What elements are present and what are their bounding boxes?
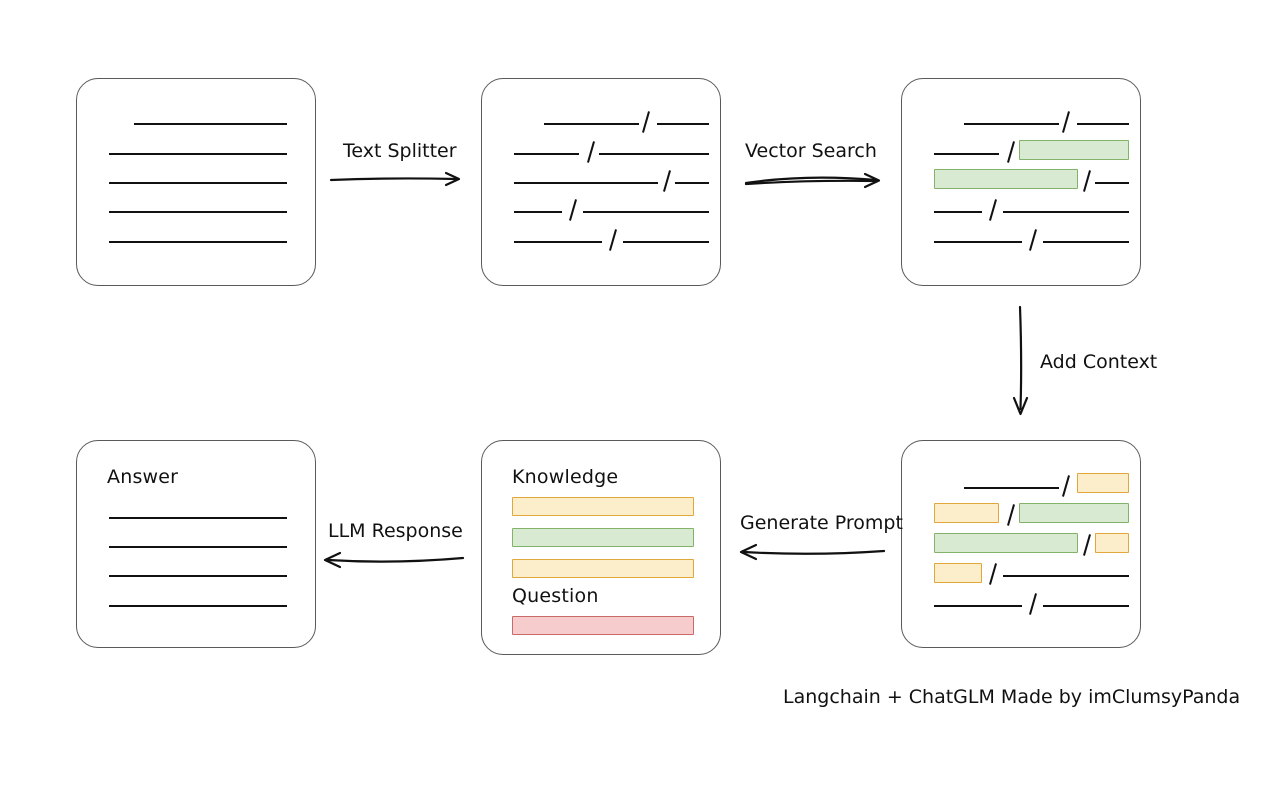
knowledge-bar-yellow bbox=[512, 497, 694, 516]
arrow-right-icon bbox=[744, 172, 881, 189]
edge-add-context: Add Context bbox=[1010, 305, 1170, 420]
retrieved-chunk-green bbox=[1019, 140, 1129, 160]
retrieved-chunk-green bbox=[1019, 503, 1129, 523]
chunk-slash bbox=[1007, 504, 1015, 526]
document-line bbox=[109, 211, 287, 213]
answer-card: Answer bbox=[76, 440, 316, 648]
chunk-line bbox=[514, 182, 658, 184]
footer-credit: Langchain + ChatGLM Made by imClumsyPand… bbox=[783, 686, 1241, 708]
source-document-card bbox=[76, 78, 316, 286]
chunk-slash bbox=[1062, 475, 1070, 497]
answer-line bbox=[109, 575, 287, 577]
arrow-left-icon bbox=[323, 551, 465, 569]
question-chunk-yellow bbox=[1095, 533, 1129, 553]
chunk-line bbox=[544, 123, 639, 125]
question-chunk-yellow bbox=[934, 503, 999, 523]
chunk-line bbox=[583, 211, 709, 213]
chunk-line bbox=[1095, 182, 1129, 184]
chunk-line bbox=[1077, 123, 1129, 125]
chunk-slash bbox=[1029, 593, 1037, 615]
chunk-slash bbox=[1083, 534, 1091, 556]
answer-line bbox=[109, 605, 287, 607]
chunk-line bbox=[1043, 241, 1129, 243]
answer-line bbox=[109, 546, 287, 548]
chunk-slash bbox=[609, 229, 617, 251]
vector-search-result-card bbox=[901, 78, 1141, 286]
edge-label-add-context: Add Context bbox=[1040, 351, 1158, 373]
retrieved-chunk-green bbox=[934, 169, 1078, 189]
question-bar-red bbox=[512, 616, 694, 635]
knowledge-bar-yellow bbox=[512, 559, 694, 578]
chunk-slash bbox=[1029, 229, 1037, 251]
arrow-right-icon bbox=[329, 171, 461, 187]
chunk-line bbox=[514, 211, 562, 213]
chunk-line bbox=[934, 241, 1022, 243]
chunk-line bbox=[657, 123, 709, 125]
generated-prompt-card: Knowledge Question bbox=[481, 440, 721, 655]
context-document-card bbox=[901, 440, 1141, 648]
edge-llm-response: LLM Response bbox=[322, 520, 467, 570]
chunk-slash bbox=[663, 170, 671, 192]
edge-label-llm-response: LLM Response bbox=[328, 520, 463, 542]
chunk-slash bbox=[989, 199, 997, 221]
document-line bbox=[109, 153, 287, 155]
chunk-line bbox=[964, 487, 1059, 489]
document-line bbox=[134, 123, 287, 125]
chunk-slash bbox=[642, 111, 650, 133]
chunk-slash bbox=[989, 563, 997, 585]
chunk-slash bbox=[1062, 111, 1070, 133]
chunk-line bbox=[675, 182, 709, 184]
question-chunk-yellow bbox=[934, 563, 982, 583]
chunk-line bbox=[514, 153, 579, 155]
chunk-line bbox=[964, 123, 1059, 125]
chunk-line bbox=[514, 241, 602, 243]
chunk-line bbox=[599, 153, 709, 155]
answer-label: Answer bbox=[107, 466, 179, 488]
retrieved-chunk-green bbox=[934, 533, 1078, 553]
chunk-slash bbox=[1083, 170, 1091, 192]
document-line bbox=[109, 241, 287, 243]
chunk-line bbox=[934, 605, 1022, 607]
answer-line bbox=[109, 517, 287, 519]
edge-label-vector-search: Vector Search bbox=[745, 140, 877, 162]
knowledge-label: Knowledge bbox=[512, 466, 619, 488]
chunk-line bbox=[1003, 211, 1129, 213]
edge-vector-search: Vector Search bbox=[744, 140, 885, 190]
edge-generate-prompt: Generate Prompt bbox=[738, 512, 903, 562]
chunk-slash bbox=[1007, 141, 1015, 163]
chunk-line bbox=[934, 153, 999, 155]
question-chunk-yellow bbox=[1077, 473, 1129, 493]
chunk-line bbox=[1003, 575, 1129, 577]
chunk-line bbox=[1043, 605, 1129, 607]
edge-text-splitter: Text Splitter bbox=[329, 140, 465, 190]
edge-label-generate-prompt: Generate Prompt bbox=[740, 512, 903, 534]
chunk-line bbox=[623, 241, 709, 243]
edge-label-text-splitter: Text Splitter bbox=[343, 140, 457, 162]
chunk-line bbox=[934, 211, 982, 213]
arrow-down-icon bbox=[1012, 305, 1029, 416]
document-line bbox=[109, 182, 287, 184]
knowledge-bar-green bbox=[512, 528, 694, 547]
question-label: Question bbox=[512, 585, 599, 607]
chunk-slash bbox=[569, 199, 577, 221]
arrow-left-icon bbox=[739, 543, 886, 561]
split-document-card bbox=[481, 78, 721, 286]
chunk-slash bbox=[587, 141, 595, 163]
